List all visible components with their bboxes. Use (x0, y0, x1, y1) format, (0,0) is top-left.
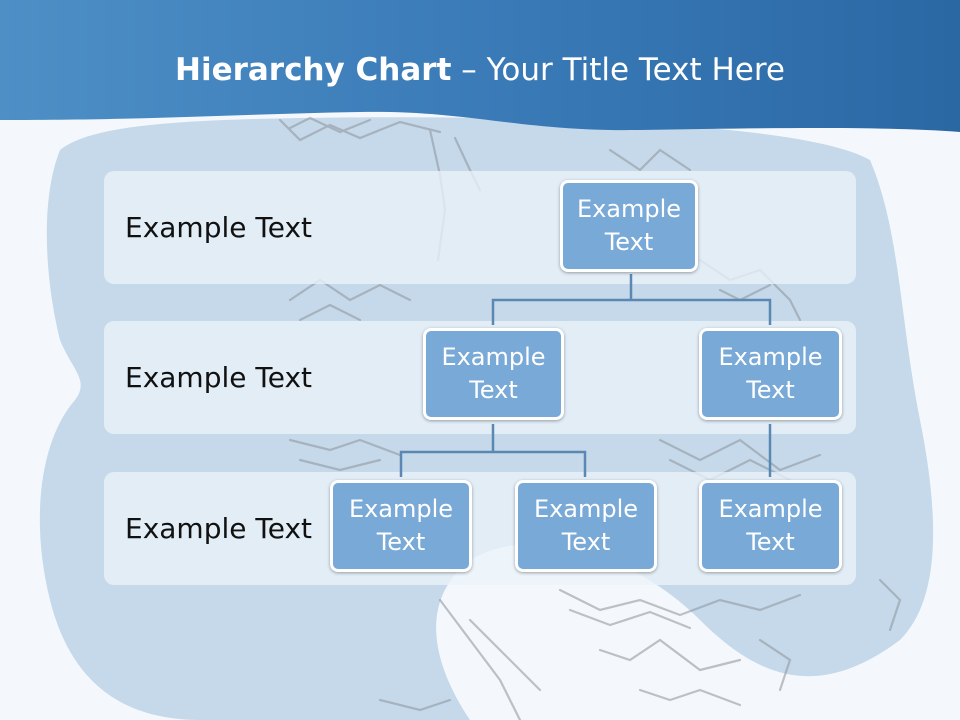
title-rest: – Your Title Text Here (451, 52, 785, 88)
connector-left-children (399, 424, 587, 477)
node-root-line2: Text (604, 228, 654, 256)
node-root-line1: Example (576, 195, 682, 223)
node-level3-left-b-line1: Example (533, 495, 639, 523)
node-level3-left-a-line1: Example (348, 495, 454, 523)
node-level2-left-line2: Text (469, 376, 518, 404)
node-level2-right-line2: Text (746, 376, 795, 404)
node-level3-right-a-line1: Example (718, 495, 823, 523)
connector-root-children (491, 274, 772, 325)
header-wave (0, 0, 960, 132)
sketch-lines (278, 116, 902, 720)
level-band-1: Example Text (104, 171, 856, 284)
level-label-1: Example Text (125, 211, 313, 244)
level-label-2: Example Text (125, 361, 313, 394)
node-level2-right-line1: Example (718, 343, 823, 371)
slide-title: Hierarchy Chart – Your Title Text Here (0, 52, 960, 88)
node-level2-left-line1: Example (441, 343, 546, 371)
title-bold: Hierarchy Chart (175, 52, 452, 88)
node-level3-right-a-line2: Text (746, 528, 795, 556)
node-level3-left-a-line2: Text (376, 528, 426, 556)
node-level3-left-b-line2: Text (561, 528, 611, 556)
level-label-3: Example Text (125, 512, 313, 545)
